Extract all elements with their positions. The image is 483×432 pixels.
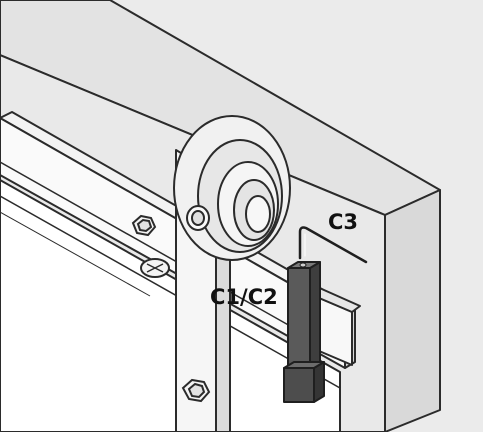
stop-block-cap: [283, 367, 315, 403]
stop-block-side: [309, 261, 321, 369]
stop-block-front: [287, 267, 311, 369]
wall-side-face: [384, 189, 441, 432]
hex-bolt-icon: [181, 378, 211, 403]
hex-bolt-icon: [131, 214, 157, 237]
callout-label-c1-c2: C1/C2: [210, 285, 278, 309]
stop-block-c1-c2: [283, 261, 325, 403]
allen-key-icon: [298, 226, 368, 264]
roller-wheel: [173, 115, 291, 261]
rail-spacer-washer: [140, 258, 170, 278]
callout-label-c3: C3: [328, 210, 358, 234]
